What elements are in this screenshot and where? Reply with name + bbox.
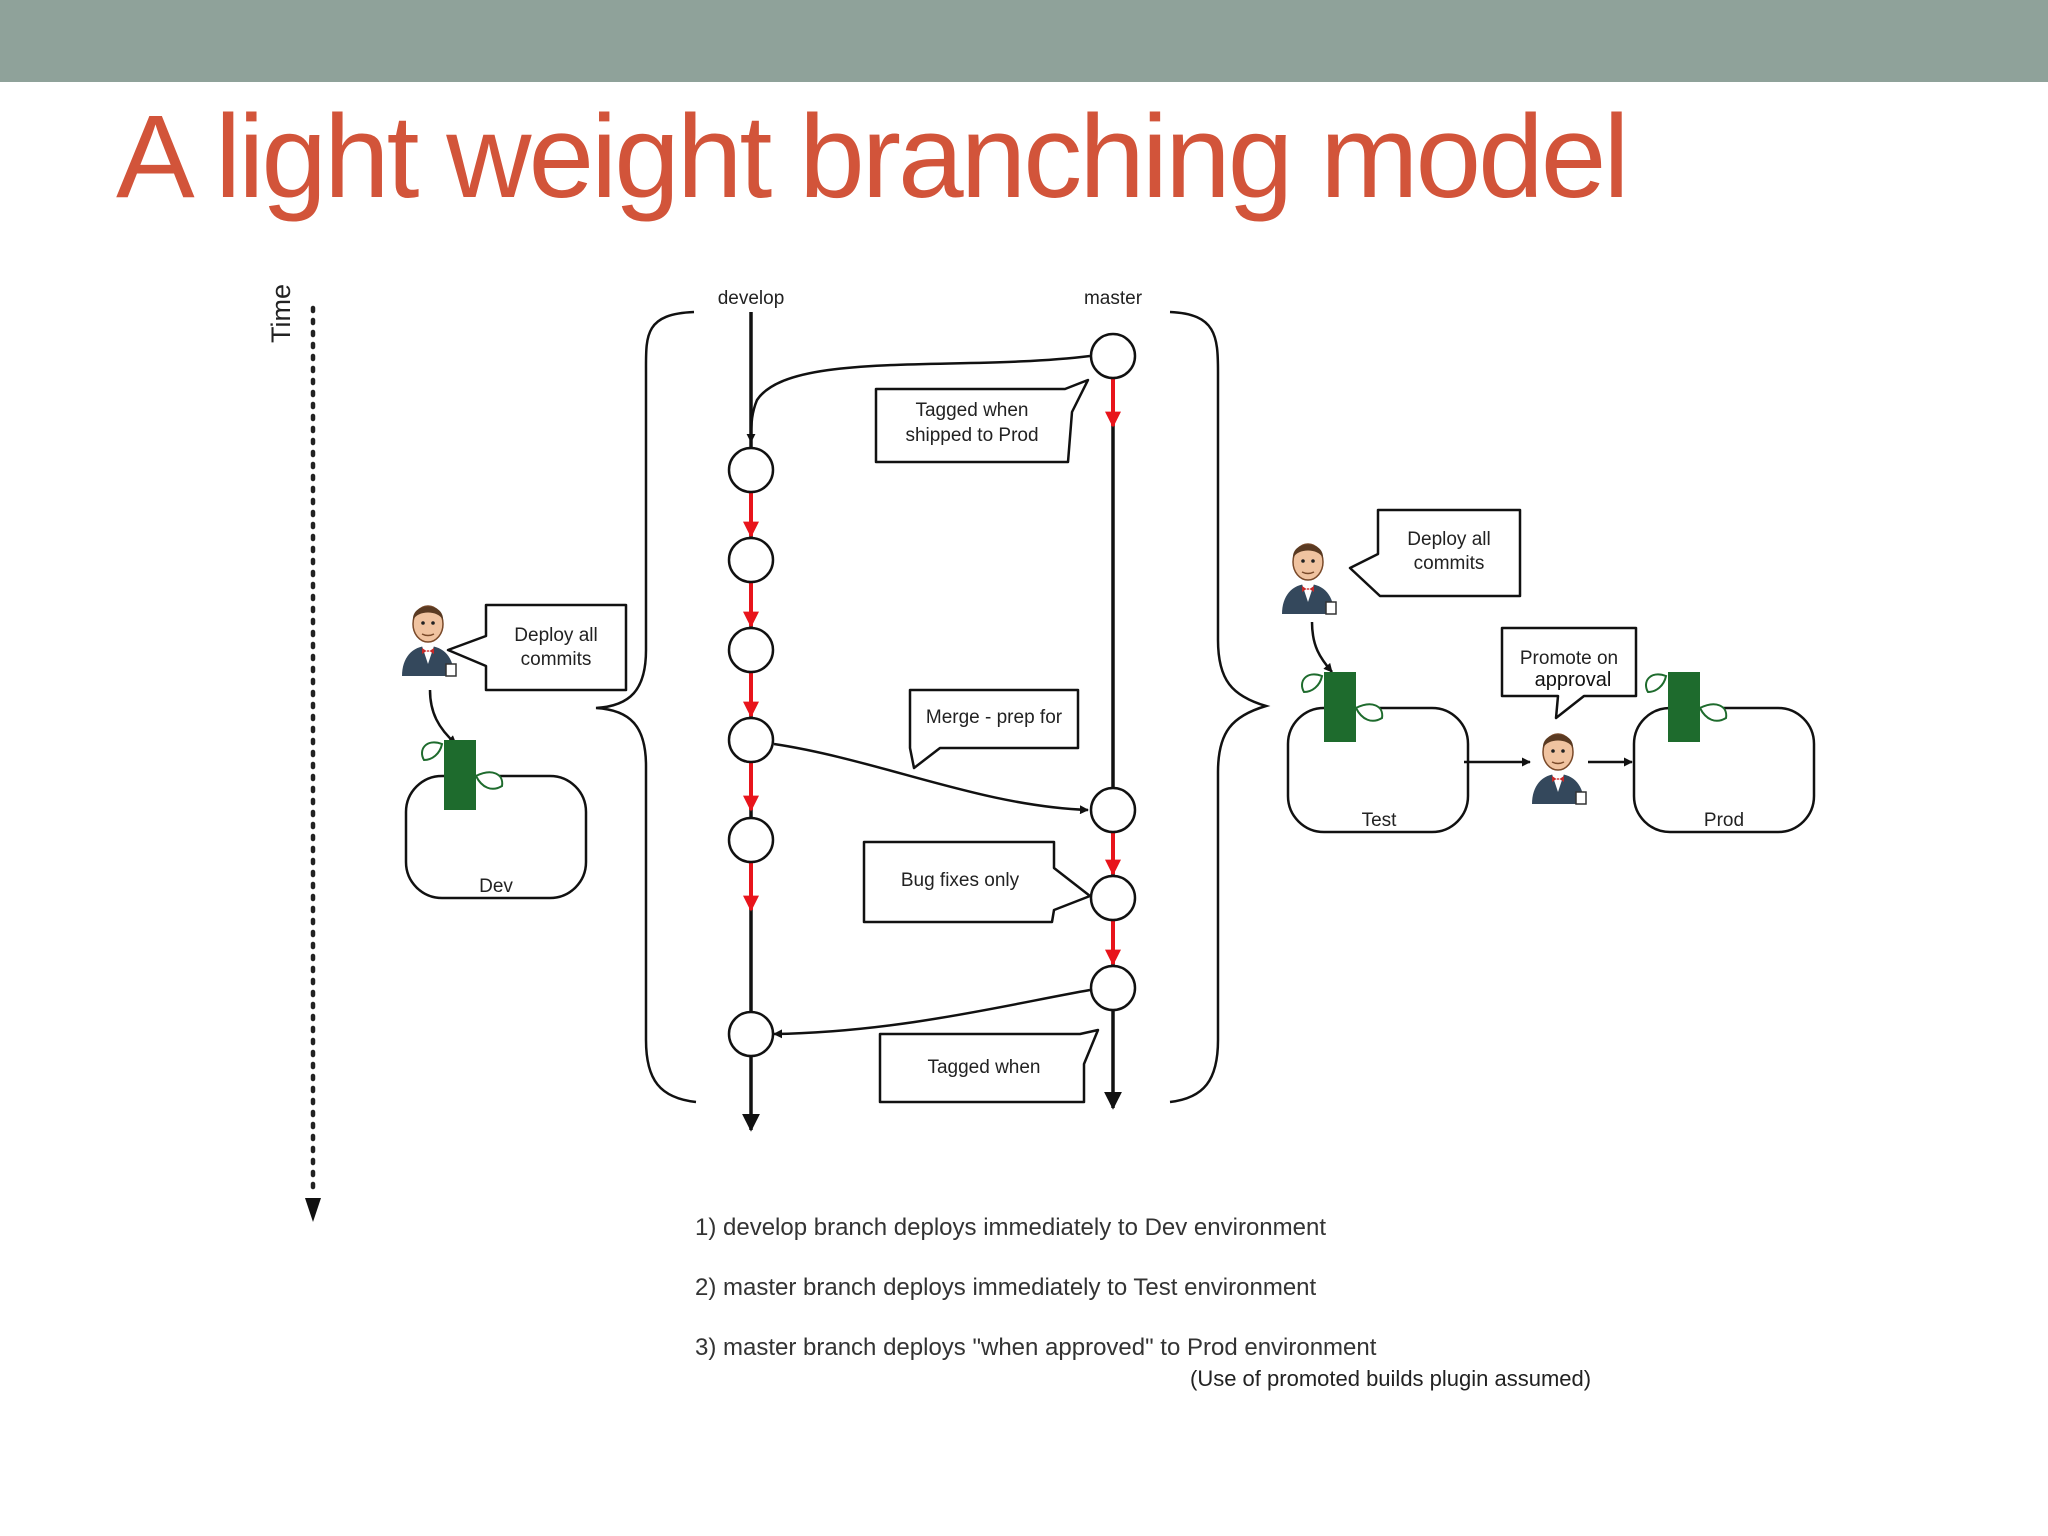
- callout-bug-fixes-text: Bug fixes only: [901, 870, 1020, 891]
- commit-node-icon: [1089, 874, 1137, 922]
- callout-deploy-dev-line2: commits: [521, 649, 592, 670]
- callout-merge-prep: [908, 688, 1080, 770]
- deploy-arrow-test: [1310, 621, 1333, 673]
- note-item: 2) master branch deploys immediately to …: [695, 1274, 1317, 1301]
- prod-environment-label: Prod: [1704, 810, 1744, 831]
- commit-node-icon: [727, 446, 775, 494]
- commit-node-icon: [727, 626, 775, 674]
- merge-master-to-develop-bottom: [773, 988, 1091, 1039]
- test-environment-label: Test: [1362, 810, 1398, 831]
- commit-node-icon: [727, 1010, 775, 1058]
- time-axis-arrowhead: [305, 1198, 321, 1222]
- commit-node-icon: [1089, 964, 1137, 1012]
- jenkins-butler-icon: [1531, 733, 1587, 805]
- commit-node-icon: [727, 536, 775, 584]
- callout-deploy-dev-line1: Deploy all: [514, 625, 597, 646]
- callout-deploy-dev: [446, 603, 628, 692]
- callout-tagged-shipped-line1: Tagged when: [915, 400, 1028, 421]
- jenkins-butler-icon: [401, 605, 457, 677]
- note-item: 3) master branch deploys "when approved"…: [695, 1334, 1377, 1361]
- callout-tagged-when: [878, 1028, 1100, 1104]
- callout-deploy-test-line2: commits: [1414, 553, 1485, 574]
- commit-node-icon: [1089, 332, 1137, 380]
- dev-environment-label: Dev: [479, 876, 513, 897]
- callout-promote-line1: Promote on: [1520, 648, 1618, 669]
- callout-merge-prep-text: Merge - prep for: [926, 707, 1063, 728]
- develop-branch-label: develop: [718, 288, 785, 309]
- master-branch-label: master: [1084, 288, 1143, 309]
- callout-deploy-test: [1348, 508, 1522, 598]
- notes-list: 1) develop branch deploys immediately to…: [695, 1198, 1376, 1378]
- time-label: Time: [266, 284, 296, 343]
- callout-promote: [1500, 626, 1638, 720]
- slide-title: A light weight branching model: [116, 91, 1630, 223]
- top-bar: [0, 0, 2048, 82]
- callout-tagged-shipped: [874, 378, 1090, 464]
- callout-tagged-shipped-line2: shipped to Prod: [905, 425, 1038, 446]
- jenkins-butler-icon: [1281, 543, 1337, 615]
- callout-tagged-when-text: Tagged when: [927, 1057, 1040, 1078]
- left-brace: [595, 310, 697, 1104]
- callout-promote-line2: approval: [1535, 669, 1612, 691]
- deploy-arrow-dev: [428, 689, 457, 745]
- commit-node-icon: [727, 816, 775, 864]
- footnote: (Use of promoted builds plugin assumed): [1190, 1366, 1592, 1391]
- commit-node-icon: [1089, 786, 1137, 834]
- merge-develop-to-master: [773, 742, 1089, 815]
- merge-master-to-develop-top: [746, 354, 1091, 443]
- right-brace: [1169, 310, 1271, 1104]
- note-item: 1) develop branch deploys immediately to…: [695, 1214, 1326, 1241]
- callout-deploy-test-line1: Deploy all: [1407, 529, 1490, 550]
- commit-node-icon: [727, 716, 775, 764]
- callout-bug-fixes: [862, 840, 1092, 924]
